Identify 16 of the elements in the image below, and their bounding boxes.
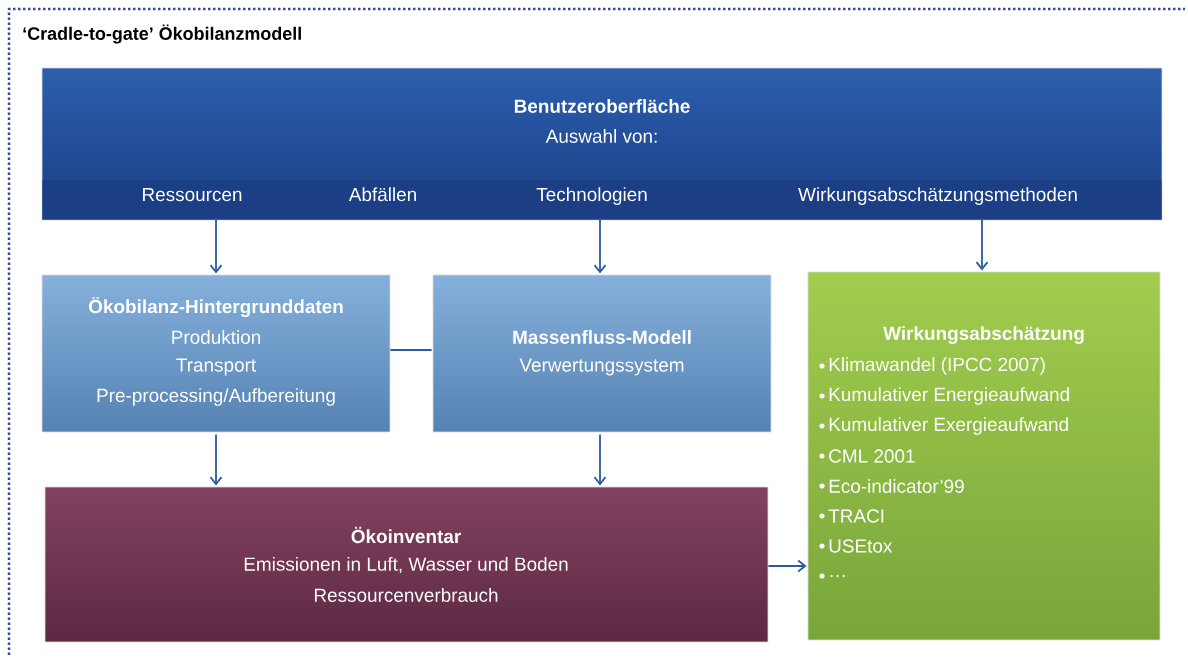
arrow	[209, 217, 223, 274]
arrow	[209, 433, 223, 486]
arrow	[767, 559, 807, 573]
menu-item: Technologien	[536, 187, 647, 205]
data-box: Ökobilanz-Hintergrunddaten Produktion Transport Pre-processing/Aufbereitung	[41, 274, 391, 433]
menu-item: Abfällen	[348, 187, 416, 202]
arrow	[593, 217, 607, 274]
model-box: Massenfluss-Modell Verwertungssystem	[432, 274, 772, 433]
impact-box: Wirkungsabschätzung Klimawandel (IPCC 2007) Kumulativer Energieaufwand Kumulativer Exergieaufwand CML 2001 Eco-indicator’99 TRACI USEtox …	[807, 271, 1161, 641]
title: ‘Cradle-to-gate’ Ökobilanzmodell	[23, 24, 301, 44]
menu-item: Ressourcen	[143, 188, 242, 202]
inventory-box: Ökoinventar Emissionen in Luft, Wasser und Boden Ressourcenverbrauch	[44, 486, 769, 643]
connector-line	[389, 349, 433, 351]
arrow	[593, 433, 607, 486]
menu-item: Wirkungsabschätzungsmethoden	[798, 187, 1077, 205]
arrow	[975, 217, 989, 271]
